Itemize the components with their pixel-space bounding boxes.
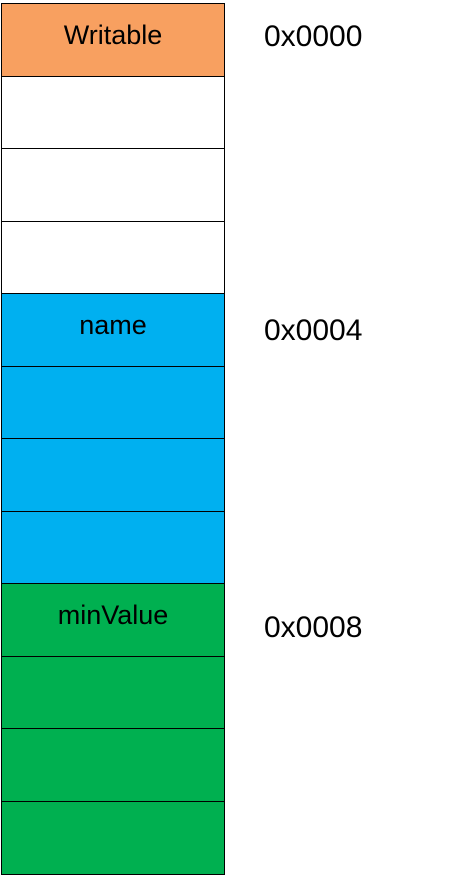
empty-cell-3: [1, 220, 225, 295]
address-0x0008: 0x0008: [264, 611, 363, 644]
minvalue-label: minValue: [57, 600, 169, 630]
name-cell-1: [1, 365, 225, 440]
minvalue-cell-3: [1, 800, 225, 875]
empty-cell-2: [1, 148, 225, 222]
minvalue-cell-1: [1, 655, 225, 730]
writable-cell-0: Writable: [1, 3, 225, 77]
address-0x0000: 0x0000: [264, 20, 363, 53]
minvalue-cell-0: minValue: [1, 583, 225, 657]
empty-cell-1: [1, 75, 225, 150]
name-cell-0: name: [1, 293, 225, 367]
name-label: name: [79, 310, 147, 340]
name-cell-2: [1, 438, 225, 512]
memory-layout-column: Writable name minValue: [1, 3, 225, 875]
writable-label: Writable: [63, 20, 163, 50]
minvalue-cell-2: [1, 728, 225, 802]
name-cell-3: [1, 510, 225, 585]
address-0x0004: 0x0004: [264, 314, 363, 347]
